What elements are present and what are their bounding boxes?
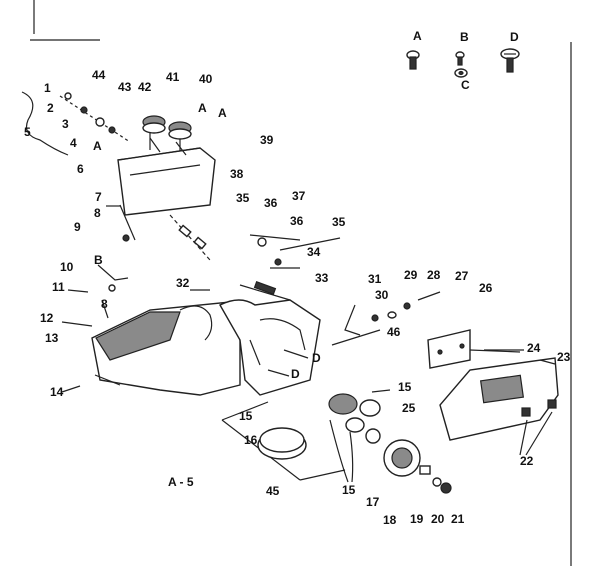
part-label-l38: 38 (230, 167, 244, 181)
part-label-l15c: 15 (342, 483, 356, 497)
hardware-key-labels: A B D C (413, 29, 519, 92)
bracket-5-line (21, 91, 69, 156)
part-label-l7: 7 (95, 190, 102, 204)
part-label-l16: 16 (244, 433, 258, 447)
part-label-lD2: D (291, 367, 300, 381)
part-label-l42: 42 (138, 80, 152, 94)
part-label-l30: 30 (375, 288, 389, 302)
bushing-19-icon (419, 465, 431, 475)
part-label-l14: 14 (50, 385, 64, 399)
main-housing (91, 299, 321, 396)
housing-shell-right (219, 299, 321, 396)
part-label-l29: 29 (404, 268, 418, 282)
part-label-l36b: 36 (290, 214, 304, 228)
shaft-parts (119, 204, 341, 301)
part-label-l46: 46 (387, 325, 401, 339)
part-label-l24: 24 (527, 341, 541, 355)
key-label-kB: B (460, 30, 469, 44)
part-label-l17: 17 (366, 495, 380, 509)
right-small-parts (331, 291, 441, 346)
part-label-l22: 22 (520, 454, 534, 468)
nut-21-icon (440, 482, 452, 494)
washer-17-icon (365, 428, 381, 444)
part-label-l9: 9 (74, 220, 81, 234)
plate-24 (427, 329, 471, 369)
lower-assembly (221, 393, 452, 494)
part-label-l33: 33 (315, 271, 329, 285)
washer-20-icon (432, 477, 442, 487)
key-label-kA: A (413, 29, 422, 43)
housing-textured-face (95, 311, 181, 361)
part-label-l3: 3 (62, 117, 69, 131)
part-label-l27: 27 (455, 269, 469, 283)
part-label-l45: 45 (266, 484, 280, 498)
hardware-key (406, 48, 520, 78)
part-label-l15b: 15 (239, 409, 253, 423)
part-label-l2: 2 (47, 101, 54, 115)
part-label-lB: B (94, 253, 103, 267)
gear-box-top (117, 115, 216, 216)
part-label-l8b: 8 (101, 297, 108, 311)
part-label-l26: 26 (479, 281, 493, 295)
part-label-l5: 5 (24, 125, 31, 139)
part-label-l39: 39 (260, 133, 274, 147)
part-label-l37: 37 (292, 189, 306, 203)
part-label-l12: 12 (40, 311, 54, 325)
key-label-kD: D (510, 30, 519, 44)
part-label-l8a: 8 (94, 206, 101, 220)
part-label-l21: 21 (451, 512, 465, 526)
part-label-lA2: A (218, 106, 227, 120)
screw-a-icon (406, 50, 420, 70)
part-label-lD1: D (312, 351, 321, 365)
part-label-l35a: 35 (236, 191, 250, 205)
part-label-l4: 4 (70, 136, 77, 150)
part-label-l32: 32 (176, 276, 190, 290)
washer-c-icon (454, 68, 468, 78)
part-label-l36a: 36 (264, 196, 278, 210)
key-label-kC: C (461, 78, 470, 92)
left-parts (61, 264, 129, 393)
part-label-l40: 40 (199, 72, 213, 86)
part-label-l18: 18 (383, 513, 397, 527)
part-label-l23: 23 (557, 350, 571, 364)
leader-lines (106, 205, 524, 393)
screw-b-icon (455, 51, 465, 66)
part-label-l6: 6 (77, 162, 84, 176)
part-label-l1: 1 (44, 81, 51, 95)
part-label-lA3: A (93, 139, 102, 153)
part-label-l41: 41 (166, 70, 180, 84)
side-cover (427, 329, 559, 456)
part-label-lA1: A (198, 101, 207, 115)
part-label-l31: 31 (368, 272, 382, 286)
part-label-l43: 43 (118, 80, 132, 94)
part-label-l28: 28 (427, 268, 441, 282)
part-label-l15a: 15 (398, 380, 412, 394)
part-label-l10: 10 (60, 260, 74, 274)
part-label-l35b: 35 (332, 215, 346, 229)
part-label-l13: 13 (45, 331, 59, 345)
coupler-15-icon (328, 393, 358, 415)
part-label-l44: 44 (92, 68, 106, 82)
part-label-l20: 20 (431, 512, 445, 526)
part-label-l19: 19 (410, 512, 424, 526)
part-label-lAS: A - 5 (168, 475, 194, 489)
part-label-l25: 25 (402, 401, 416, 415)
part-label-l34: 34 (307, 245, 321, 259)
screw-d-icon (500, 48, 520, 73)
part-label-l11: 11 (52, 280, 65, 294)
